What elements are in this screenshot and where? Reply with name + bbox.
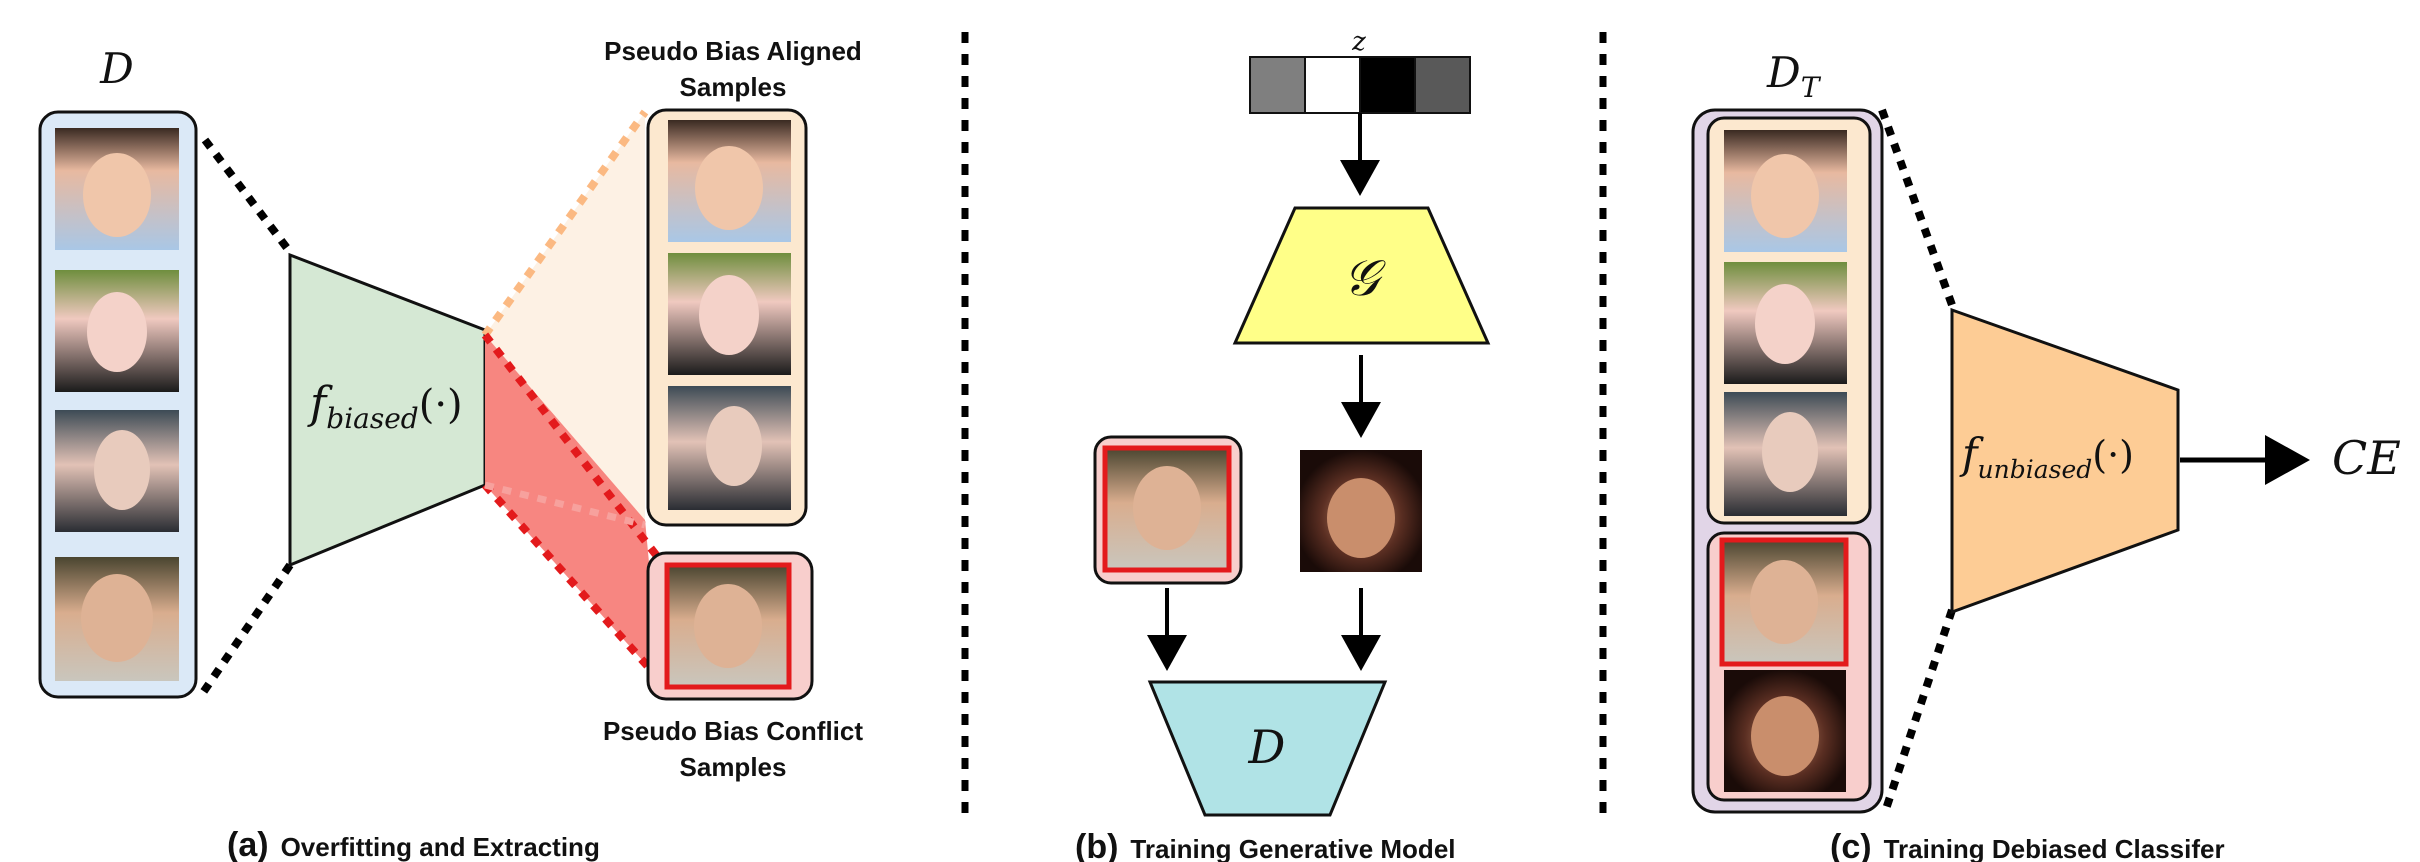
aligned-samples-label-2: Samples: [680, 72, 787, 102]
training-face-1-face: [1751, 154, 1819, 238]
training-aligned-images: [1724, 130, 1847, 516]
caption-c: (c)Training Debiased Classifer: [1830, 828, 2225, 862]
panel-c: DT funbiased(·) CE (c)Training Debiased …: [1691, 48, 2401, 862]
caption-a: (a)Overfitting and Extracting: [227, 826, 600, 862]
aligned-face-1-face: [695, 146, 763, 230]
conflict-samples-label-1: Pseudo Bias Conflict: [603, 716, 863, 746]
dashed-line-conflict-bottom: [482, 482, 663, 683]
training-face-2-face: [1755, 284, 1815, 364]
conflict-samples-label-2: Samples: [680, 752, 787, 782]
training-conflict-face-face: [1750, 560, 1818, 644]
face-image-4-face: [81, 574, 153, 662]
aligned-face-2-face: [699, 275, 759, 355]
noise-cell-4: [1414, 56, 1471, 114]
dataset-d-label: D: [99, 44, 134, 93]
real-conflict-face-face: [1133, 466, 1201, 550]
face-image-3-face: [94, 430, 150, 510]
panel-b: z 𝒢 D (b)Training Generative Model: [1075, 27, 1491, 862]
conflict-face-face: [694, 584, 762, 668]
face-image-1-face: [83, 153, 151, 237]
dashed-line-c-top: [1878, 108, 1956, 307]
dashed-line-c-bottom: [1881, 608, 1956, 814]
aligned-images: [668, 120, 791, 510]
noise-cell-1: [1249, 56, 1306, 114]
face-image-2-face: [87, 292, 147, 372]
aligned-samples-label-1: Pseudo Bias Aligned: [604, 36, 862, 66]
dashed-line-top: [201, 137, 294, 255]
dashed-line-bottom: [196, 562, 294, 700]
dataset-box: [38, 110, 198, 699]
training-face-3-face: [1762, 412, 1818, 492]
noise-vector: [1249, 56, 1471, 114]
generator-trapezoid: [1232, 206, 1491, 345]
noise-cell-2: [1304, 56, 1361, 114]
discriminator-label: D: [1248, 720, 1286, 774]
unbiased-model-trapezoid: [1950, 307, 2180, 615]
generated-face-face: [1327, 478, 1395, 558]
training-generated-face-face: [1751, 696, 1819, 776]
noise-z-label: z: [1351, 27, 1366, 57]
aligned-face-3-face: [706, 406, 762, 486]
loss-ce-label: CE: [2332, 431, 2401, 485]
dataset-dt-label: DT: [1766, 48, 1822, 104]
panel-a: D fbiased(·) Pseudo Bias Aligned Samples: [38, 36, 863, 862]
discriminator-trapezoid: [1147, 680, 1388, 817]
noise-cell-3: [1359, 56, 1416, 114]
caption-b: (b)Training Generative Model: [1075, 828, 1456, 862]
biased-model-label: fbiased(·): [307, 378, 463, 435]
dataset-images: [55, 128, 179, 681]
